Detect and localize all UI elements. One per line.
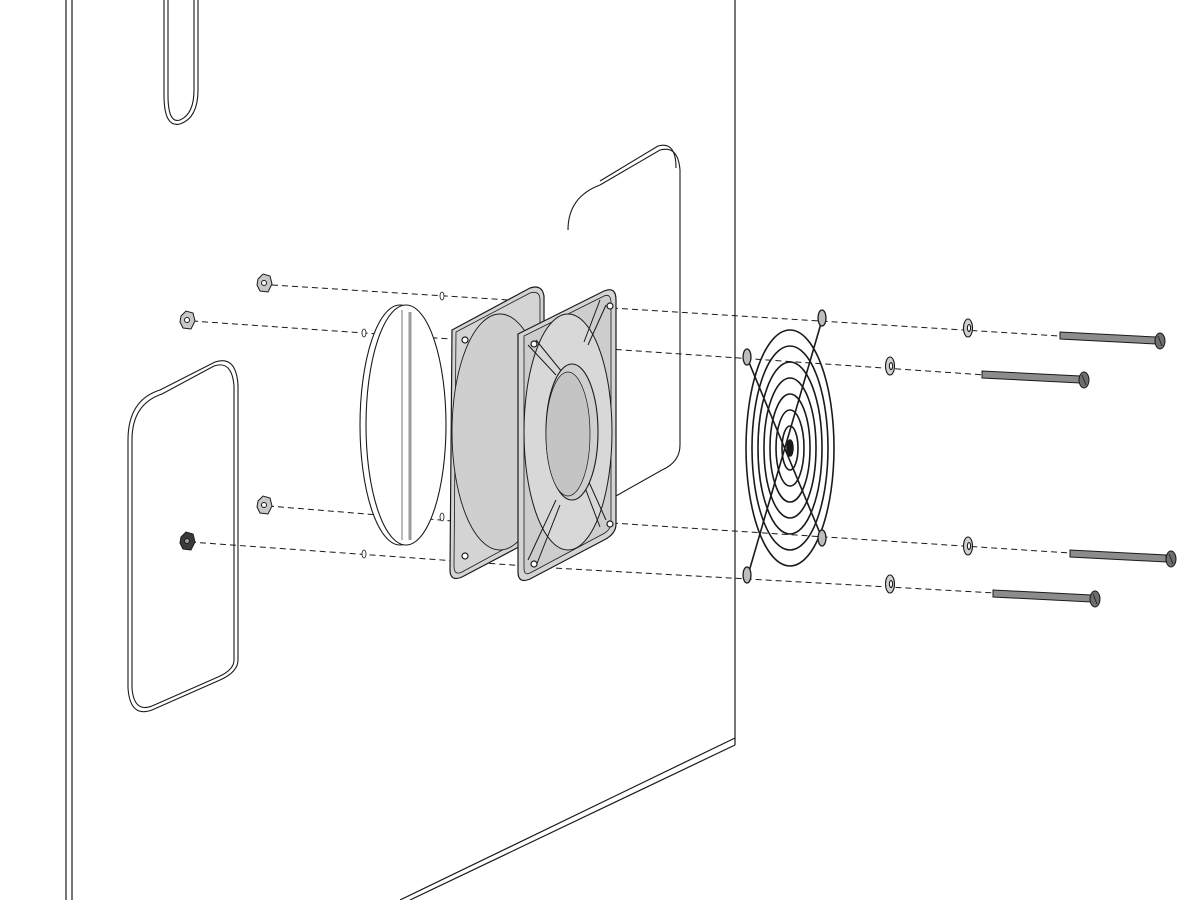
panel-slot-cutout (163, 0, 199, 125)
washer (884, 574, 896, 594)
hex-nut (256, 273, 273, 293)
hex-nut (256, 495, 273, 515)
fan (449, 286, 617, 582)
hex-nut (179, 310, 196, 330)
panel-cutout-right (567, 144, 681, 506)
fan-guard (742, 309, 835, 584)
fan-guard-eyelets (742, 309, 827, 584)
assembly-axes (189, 284, 1071, 594)
hex-nut (179, 531, 196, 551)
washer (962, 536, 974, 556)
screw (1069, 549, 1177, 568)
screw (981, 370, 1090, 389)
fan-front-frame (517, 289, 617, 582)
panel (65, 0, 736, 900)
panel-cutout-left (127, 360, 239, 713)
axis-markers (361, 291, 445, 559)
washer (884, 356, 896, 376)
screw (1059, 331, 1166, 350)
screw (992, 589, 1101, 608)
fan-struts (527, 299, 607, 567)
filter-disc (359, 304, 447, 546)
washer (962, 318, 974, 338)
